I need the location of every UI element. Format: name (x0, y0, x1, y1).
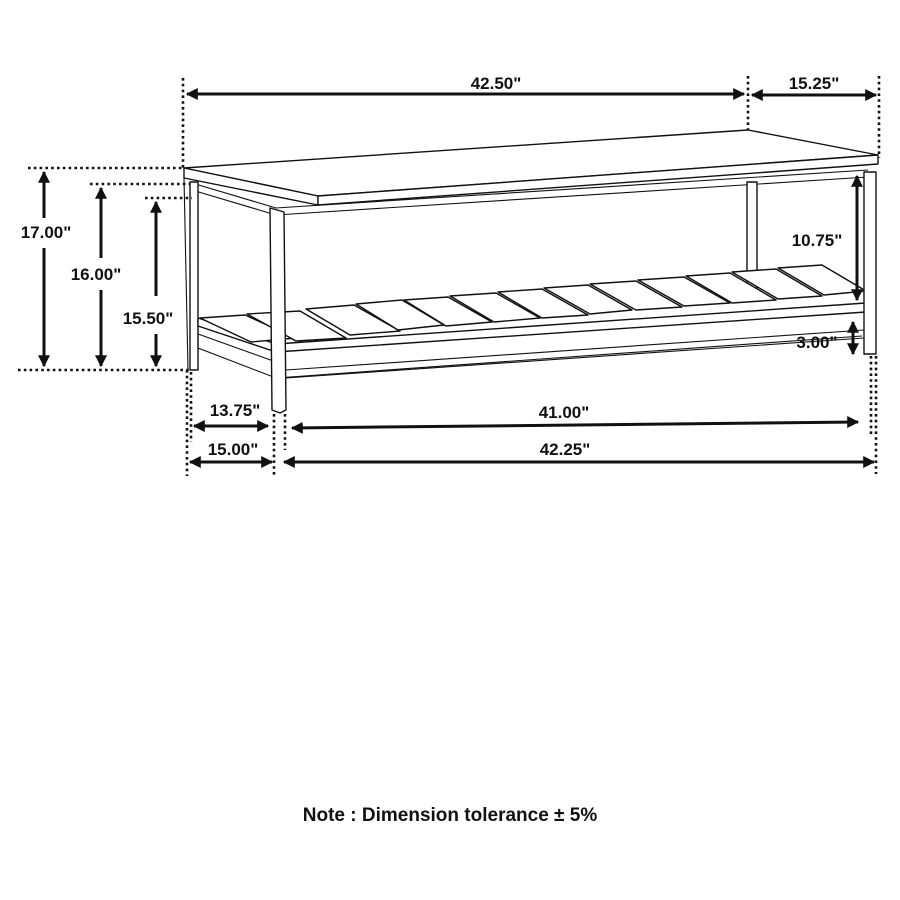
dim-leg-length: 42.25" (540, 440, 591, 459)
dim-overall-height: 17.00" (21, 223, 72, 242)
leg-front-left (269, 207, 287, 414)
dim-inner-length: 41.00" (539, 403, 590, 422)
dim-shelf-height: 3.00" (796, 333, 837, 352)
dimension-arrows (38, 88, 878, 468)
dim-height-to-apron: 16.00" (71, 265, 122, 284)
dim-shelf-clearance: 10.75" (792, 231, 843, 250)
bench-outline (183, 129, 879, 414)
bench-top-side-edge (317, 154, 879, 206)
leg-rear-left (189, 181, 199, 371)
tolerance-note: Note : Dimension tolerance ± 5% (302, 805, 598, 826)
dim-overall-depth: 15.25" (789, 74, 840, 93)
extension-lines (18, 76, 881, 476)
dim-overall-length: 42.50" (471, 74, 522, 93)
dim-inner-depth: 13.75" (210, 401, 261, 420)
leg-front-right (863, 171, 877, 355)
dim-leg-depth: 15.00" (208, 440, 259, 459)
dim-height-to-apron-inner: 15.50" (123, 309, 174, 328)
